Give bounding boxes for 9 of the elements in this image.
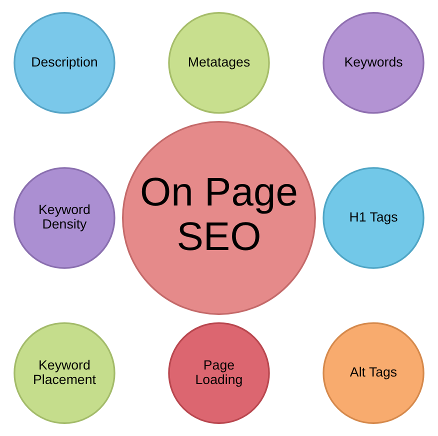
node-circle: Keyword Placement <box>14 322 116 424</box>
node-circle: Metatages <box>168 12 270 114</box>
node-circle: H1 Tags <box>322 167 424 269</box>
node-circle: Keyword Density <box>14 167 116 269</box>
node-circle: Alt Tags <box>322 322 424 424</box>
node-circle: Keywords <box>322 12 424 114</box>
node-circle: On Page SEO <box>122 121 316 315</box>
node-circle: Page Loading <box>168 322 270 424</box>
node-circle: Description <box>14 12 116 114</box>
